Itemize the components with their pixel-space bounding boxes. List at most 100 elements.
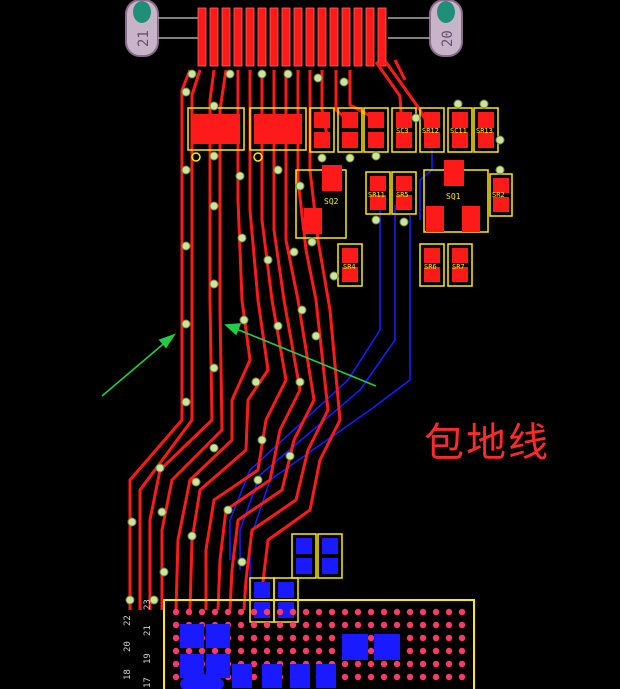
bga-ball	[419, 621, 427, 629]
bga-ball	[354, 608, 362, 616]
bga-ball	[367, 673, 375, 681]
bga-ball	[198, 608, 206, 616]
bga-ball	[445, 660, 453, 668]
bga-ball	[237, 608, 245, 616]
bga-ball	[289, 634, 297, 642]
pin-label: 23	[143, 599, 153, 610]
sr13-label: SR13	[476, 127, 493, 135]
bga-ball	[419, 634, 427, 642]
bga-ball	[315, 608, 323, 616]
bga-ball	[328, 647, 336, 655]
bga-ball	[185, 647, 193, 655]
bga-ball	[406, 647, 414, 655]
bga-ball	[328, 621, 336, 629]
bga-ball	[432, 621, 440, 629]
bga-ball	[458, 660, 466, 668]
bga-ball	[341, 608, 349, 616]
bga-ball	[276, 647, 284, 655]
bga-ball	[367, 608, 375, 616]
chip-array-left	[187, 107, 307, 162]
connector-label-right: 20	[440, 30, 456, 47]
bga-ball	[302, 647, 310, 655]
bga-ball	[367, 634, 375, 642]
sr5-label: SR5	[396, 191, 409, 199]
pin-label: 22	[123, 615, 133, 626]
bga-ball	[458, 673, 466, 681]
bga-ball	[445, 673, 453, 681]
fpc-connector-pads	[197, 7, 387, 67]
bga-ball	[458, 621, 466, 629]
bga-ball	[419, 608, 427, 616]
sr11-label: SR11	[368, 191, 385, 199]
bga-ball	[406, 621, 414, 629]
bga-ball	[445, 621, 453, 629]
sc11-label: SC11	[450, 127, 467, 135]
bga-ball	[237, 634, 245, 642]
bga-ball	[237, 647, 245, 655]
bga-ball	[224, 647, 232, 655]
bga-ball	[328, 634, 336, 642]
bga-ball	[393, 673, 401, 681]
bga-ball	[263, 634, 271, 642]
bga-ball	[172, 634, 180, 642]
bga-ball	[250, 647, 258, 655]
component-labels: SC3 SR12 SC11 SR13 SR11 SR5 SR4 SR6 SR7 …	[343, 127, 505, 271]
bga-ball	[445, 634, 453, 642]
pin-label: 21	[143, 625, 153, 636]
pin-label: 19	[143, 653, 153, 664]
bga-ball	[315, 647, 323, 655]
bga-ball	[354, 621, 362, 629]
bga-ball	[172, 660, 180, 668]
bga-ball	[237, 621, 245, 629]
bga-ball	[211, 647, 219, 655]
bga-ball	[445, 647, 453, 655]
bga-ball	[341, 621, 349, 629]
top-layer-traces	[128, 59, 432, 611]
sr12-label: SR12	[422, 127, 439, 135]
bga-ball	[393, 621, 401, 629]
bga-ball	[393, 608, 401, 616]
bga-ball	[172, 608, 180, 616]
pin-labels: 23 22 21 20 19 18 17	[123, 599, 153, 688]
bga-ball	[302, 608, 310, 616]
bga-ball	[250, 608, 258, 616]
bga-ball	[250, 634, 258, 642]
bga-ball	[432, 634, 440, 642]
bga-ball	[432, 608, 440, 616]
bga-ball	[458, 634, 466, 642]
sr2-label: SR2	[492, 191, 505, 199]
sq2-transistor: SQ2	[295, 165, 347, 239]
bga-ball	[380, 608, 388, 616]
pin-label: 17	[143, 677, 153, 688]
bga-ball	[211, 608, 219, 616]
bga-ball	[432, 647, 440, 655]
bga-ball	[380, 660, 388, 668]
bga-ball	[354, 660, 362, 668]
sq1-label: SQ1	[446, 192, 461, 201]
bga-ball	[289, 647, 297, 655]
sq2-label: SQ2	[324, 197, 339, 206]
bga-ball	[380, 673, 388, 681]
pin-label: 20	[123, 641, 133, 652]
bga-ball	[315, 634, 323, 642]
bga-ball	[432, 673, 440, 681]
bga-ball	[276, 634, 284, 642]
smd-components	[309, 107, 513, 287]
bga-ball	[354, 673, 362, 681]
ground-trace-annotation: 包地线	[424, 420, 550, 466]
bga-ball	[419, 647, 427, 655]
bga-ball	[250, 660, 258, 668]
bga-ball	[289, 608, 297, 616]
bga-ball	[172, 621, 180, 629]
bga-ball	[302, 621, 310, 629]
bga-ball	[172, 673, 180, 681]
bga-ball	[250, 621, 258, 629]
bga-ball	[406, 660, 414, 668]
bga-ball	[432, 660, 440, 668]
bga-ball	[328, 608, 336, 616]
bga-ball	[406, 608, 414, 616]
bga-ball	[185, 608, 193, 616]
bga-ball	[341, 660, 349, 668]
bga-ball	[172, 647, 180, 655]
